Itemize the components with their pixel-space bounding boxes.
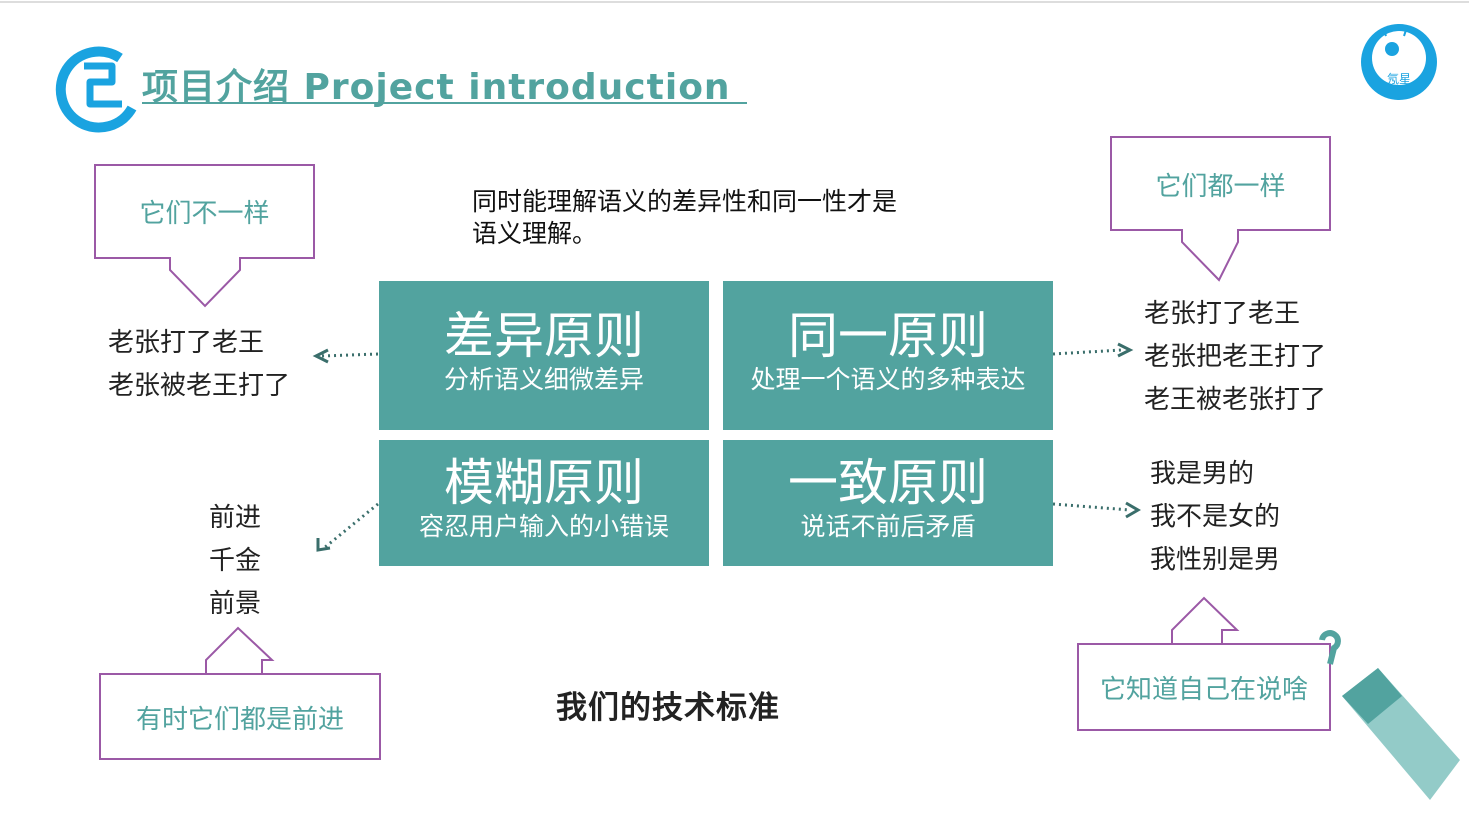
- callout-frame-bottom-right: [1077, 596, 1331, 731]
- example-line: 我不是女的: [1150, 502, 1281, 532]
- tile-fuzzy-principle: 模糊原则 容忍用户输入的小错误: [379, 440, 709, 566]
- tile-identity-principle: 同一原则 处理一个语义的多种表达: [723, 281, 1053, 430]
- tile-title: 差异原则: [444, 307, 644, 365]
- logo-text: 氖星: [1387, 72, 1412, 86]
- tile-title: 同一原则: [788, 307, 988, 365]
- example-line: 我是男的: [1150, 459, 1255, 489]
- tile-subtitle: 容忍用户输入的小错误: [418, 512, 669, 541]
- pen-icon: [1319, 630, 1460, 800]
- tech-standard-caption: 我们的技术标准: [556, 690, 780, 726]
- example-line: 前进: [209, 503, 262, 533]
- dotted-arrows: [321, 348, 1131, 550]
- page-title: 项目介绍 Project introduction: [142, 67, 731, 108]
- example-line: 老张被老王打了: [108, 371, 291, 401]
- callout-frame-bottom-left: [99, 626, 381, 760]
- callout-label-bottom-right: 它知道自己在说啥: [1099, 675, 1308, 705]
- title-underline: [142, 102, 747, 104]
- example-line: 老张打了老王: [108, 328, 265, 358]
- tile-difference-principle: 差异原则 分析语义细微差异: [379, 281, 709, 430]
- example-line: 千金: [209, 546, 262, 576]
- callout-frame-top-left: [94, 164, 315, 308]
- tile-title: 一致原则: [788, 454, 988, 512]
- callout-label-bottom-left: 有时它们都是前进: [135, 705, 344, 735]
- brand-logo-icon: [55, 46, 137, 133]
- intro-line-2: 语义理解。: [472, 219, 598, 248]
- intro-text: 同时能理解语义的差异性和同一性才是 语义理解。: [472, 186, 897, 250]
- tile-consistency-principle: 一致原则 说话不前后矛盾: [723, 440, 1053, 566]
- arrow-heads: [312, 342, 1141, 552]
- neon-star-logo-icon: [1361, 24, 1437, 100]
- consistency-examples: 我是男的 我不是女的 我性别是男: [1150, 453, 1280, 582]
- tile-subtitle: 处理一个语义的多种表达: [750, 365, 1026, 394]
- identity-examples: 老张打了老王 老张把老王打了 老王被老张打了: [1144, 293, 1326, 422]
- example-line: 老王被老张打了: [1144, 385, 1327, 415]
- example-line: 老张把老王打了: [1144, 342, 1327, 372]
- callout-label-top-left: 它们不一样: [139, 199, 270, 229]
- difference-examples: 老张打了老王 老张被老王打了: [108, 322, 290, 408]
- tile-subtitle: 分析语义细微差异: [443, 365, 644, 394]
- callout-label-top-right: 它们都一样: [1155, 172, 1286, 202]
- example-line: 老张打了老王: [1144, 299, 1301, 329]
- fuzzy-examples: 前进 千金 前景: [209, 497, 261, 626]
- callout-frame-top-right: [1110, 136, 1331, 282]
- tile-subtitle: 说话不前后矛盾: [800, 512, 976, 541]
- intro-line-1: 同时能理解语义的差异性和同一性才是: [472, 187, 898, 216]
- tile-title: 模糊原则: [444, 454, 644, 512]
- example-line: 我性别是男: [1150, 545, 1281, 575]
- example-line: 前景: [209, 589, 262, 619]
